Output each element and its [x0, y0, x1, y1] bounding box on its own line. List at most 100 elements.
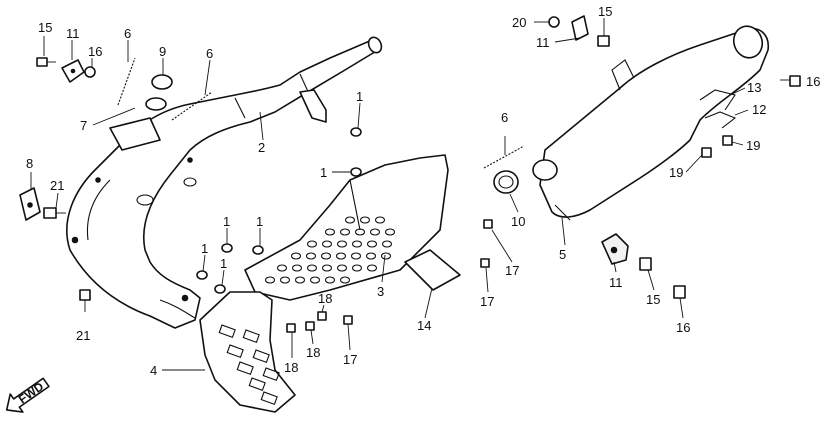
- bolt-part-17-a: [343, 315, 353, 325]
- shield-perforation: [365, 252, 377, 260]
- bolt-part-15-bottom-right: [639, 257, 652, 271]
- shield-perforation: [336, 240, 348, 248]
- callout-5: 5: [559, 247, 566, 262]
- callout-1: 1: [201, 241, 208, 256]
- forward-direction-arrow-icon: FWD: [5, 377, 50, 413]
- spring-part-6-middle: [171, 91, 213, 121]
- bolt-part-18-a: [286, 323, 296, 333]
- callout-20: 20: [512, 15, 526, 30]
- callout-13: 13: [747, 80, 761, 95]
- shield-perforation: [279, 276, 291, 284]
- bolt-part-15-top-left: [36, 57, 56, 67]
- shield-perforation: [344, 216, 356, 224]
- gasket-ring-part-9: [145, 74, 173, 111]
- shield-perforation: [321, 264, 333, 272]
- callout-15: 15: [646, 292, 660, 307]
- shield-perforation: [339, 276, 351, 284]
- callout-1: 1: [256, 214, 263, 229]
- grommet-part-1-c: [221, 243, 233, 253]
- exhaust-pipe-part-2: [66, 36, 383, 329]
- callout-11: 11: [536, 35, 550, 50]
- leader-lines: [30, 18, 749, 371]
- callout-labels: 15 11 16 6 9 6 7 2 1 8 21 1 21 1 1 1 1 3…: [26, 4, 820, 378]
- bolt-part-18-c: [317, 311, 327, 321]
- callout-11: 11: [66, 26, 80, 41]
- shield-perforation: [351, 264, 363, 272]
- shield-perforation: [276, 264, 288, 272]
- shield-perforation: [324, 228, 336, 236]
- heat-shield-part-3: [244, 154, 449, 301]
- callout-21: 21: [50, 178, 64, 193]
- callout-19: 19: [669, 165, 683, 180]
- callout-1: 1: [356, 89, 363, 104]
- shield-perforation: [320, 252, 332, 260]
- shield-perforation: [339, 228, 351, 236]
- guard-slot: [218, 324, 236, 339]
- shield-perforation: [306, 240, 318, 248]
- callout-15: 15: [598, 4, 612, 19]
- callout-6: 6: [206, 46, 213, 61]
- shield-perforation: [291, 264, 303, 272]
- guard-slot: [252, 349, 270, 364]
- callout-17: 17: [505, 263, 519, 278]
- callout-6: 6: [501, 110, 508, 125]
- shield-perforation: [336, 264, 348, 272]
- callout-2: 2: [258, 140, 265, 155]
- shield-perforation: [294, 276, 306, 284]
- spring-part-6-left: [117, 57, 136, 106]
- guard-slot: [236, 361, 254, 376]
- nut-part-20: [548, 16, 560, 28]
- grommet-part-1-a: [350, 127, 362, 137]
- shield-perforation: [380, 252, 392, 260]
- gasket-part-14: [404, 249, 461, 291]
- bolt-part-21-lower: [79, 289, 91, 312]
- bolt-part-16-bottom-right: [673, 285, 686, 299]
- callout-1: 1: [320, 165, 327, 180]
- guard-slot: [262, 367, 280, 382]
- shield-perforation: [309, 276, 321, 284]
- callout-9: 9: [159, 44, 166, 59]
- guard-slot: [242, 329, 260, 344]
- shield-perforation: [264, 276, 276, 284]
- bolt-part-18-b: [305, 321, 315, 331]
- callout-16: 16: [806, 74, 820, 89]
- shield-perforation: [374, 216, 386, 224]
- callout-7: 7: [80, 118, 87, 133]
- bolt-part-16-right: [780, 75, 801, 87]
- callout-15: 15: [38, 20, 52, 35]
- callout-17: 17: [343, 352, 357, 367]
- bolt-part-15-top-right: [597, 35, 610, 47]
- shield-perforation: [384, 228, 396, 236]
- callout-14: 14: [417, 318, 431, 333]
- bolt-part-17-c: [483, 219, 493, 229]
- shield-perforation: [369, 228, 381, 236]
- callout-3: 3: [377, 284, 384, 299]
- callout-18: 18: [306, 345, 320, 360]
- bolt-part-21-upper: [43, 207, 66, 219]
- clamp-part-11-bottom-right: [601, 233, 629, 265]
- shield-perforation: [305, 252, 317, 260]
- callout-11: 11: [609, 275, 623, 290]
- shield-perforation: [354, 228, 366, 236]
- shield-perforation: [366, 264, 378, 272]
- clamp-part-8: [19, 187, 41, 221]
- nut-part-16-top-left: [84, 66, 96, 78]
- shield-perforation: [306, 264, 318, 272]
- guard-slot: [260, 391, 278, 406]
- guard-slot: [248, 377, 266, 392]
- grommet-part-1-d: [252, 245, 264, 255]
- bolt-part-17-b: [480, 258, 490, 268]
- guard-slot: [226, 344, 244, 359]
- callout-16: 16: [676, 320, 690, 335]
- callout-16: 16: [88, 44, 102, 59]
- callout-10: 10: [511, 214, 525, 229]
- nut-part-19-b: [701, 147, 712, 158]
- clamp-part-11-top-right: [571, 15, 589, 41]
- callout-12: 12: [752, 102, 766, 117]
- callout-6: 6: [124, 26, 131, 41]
- shield-perforation: [335, 252, 347, 260]
- shield-perforation: [366, 240, 378, 248]
- grommet-part-1-b: [350, 167, 362, 177]
- callout-1: 1: [220, 256, 227, 271]
- shield-perforation: [351, 240, 363, 248]
